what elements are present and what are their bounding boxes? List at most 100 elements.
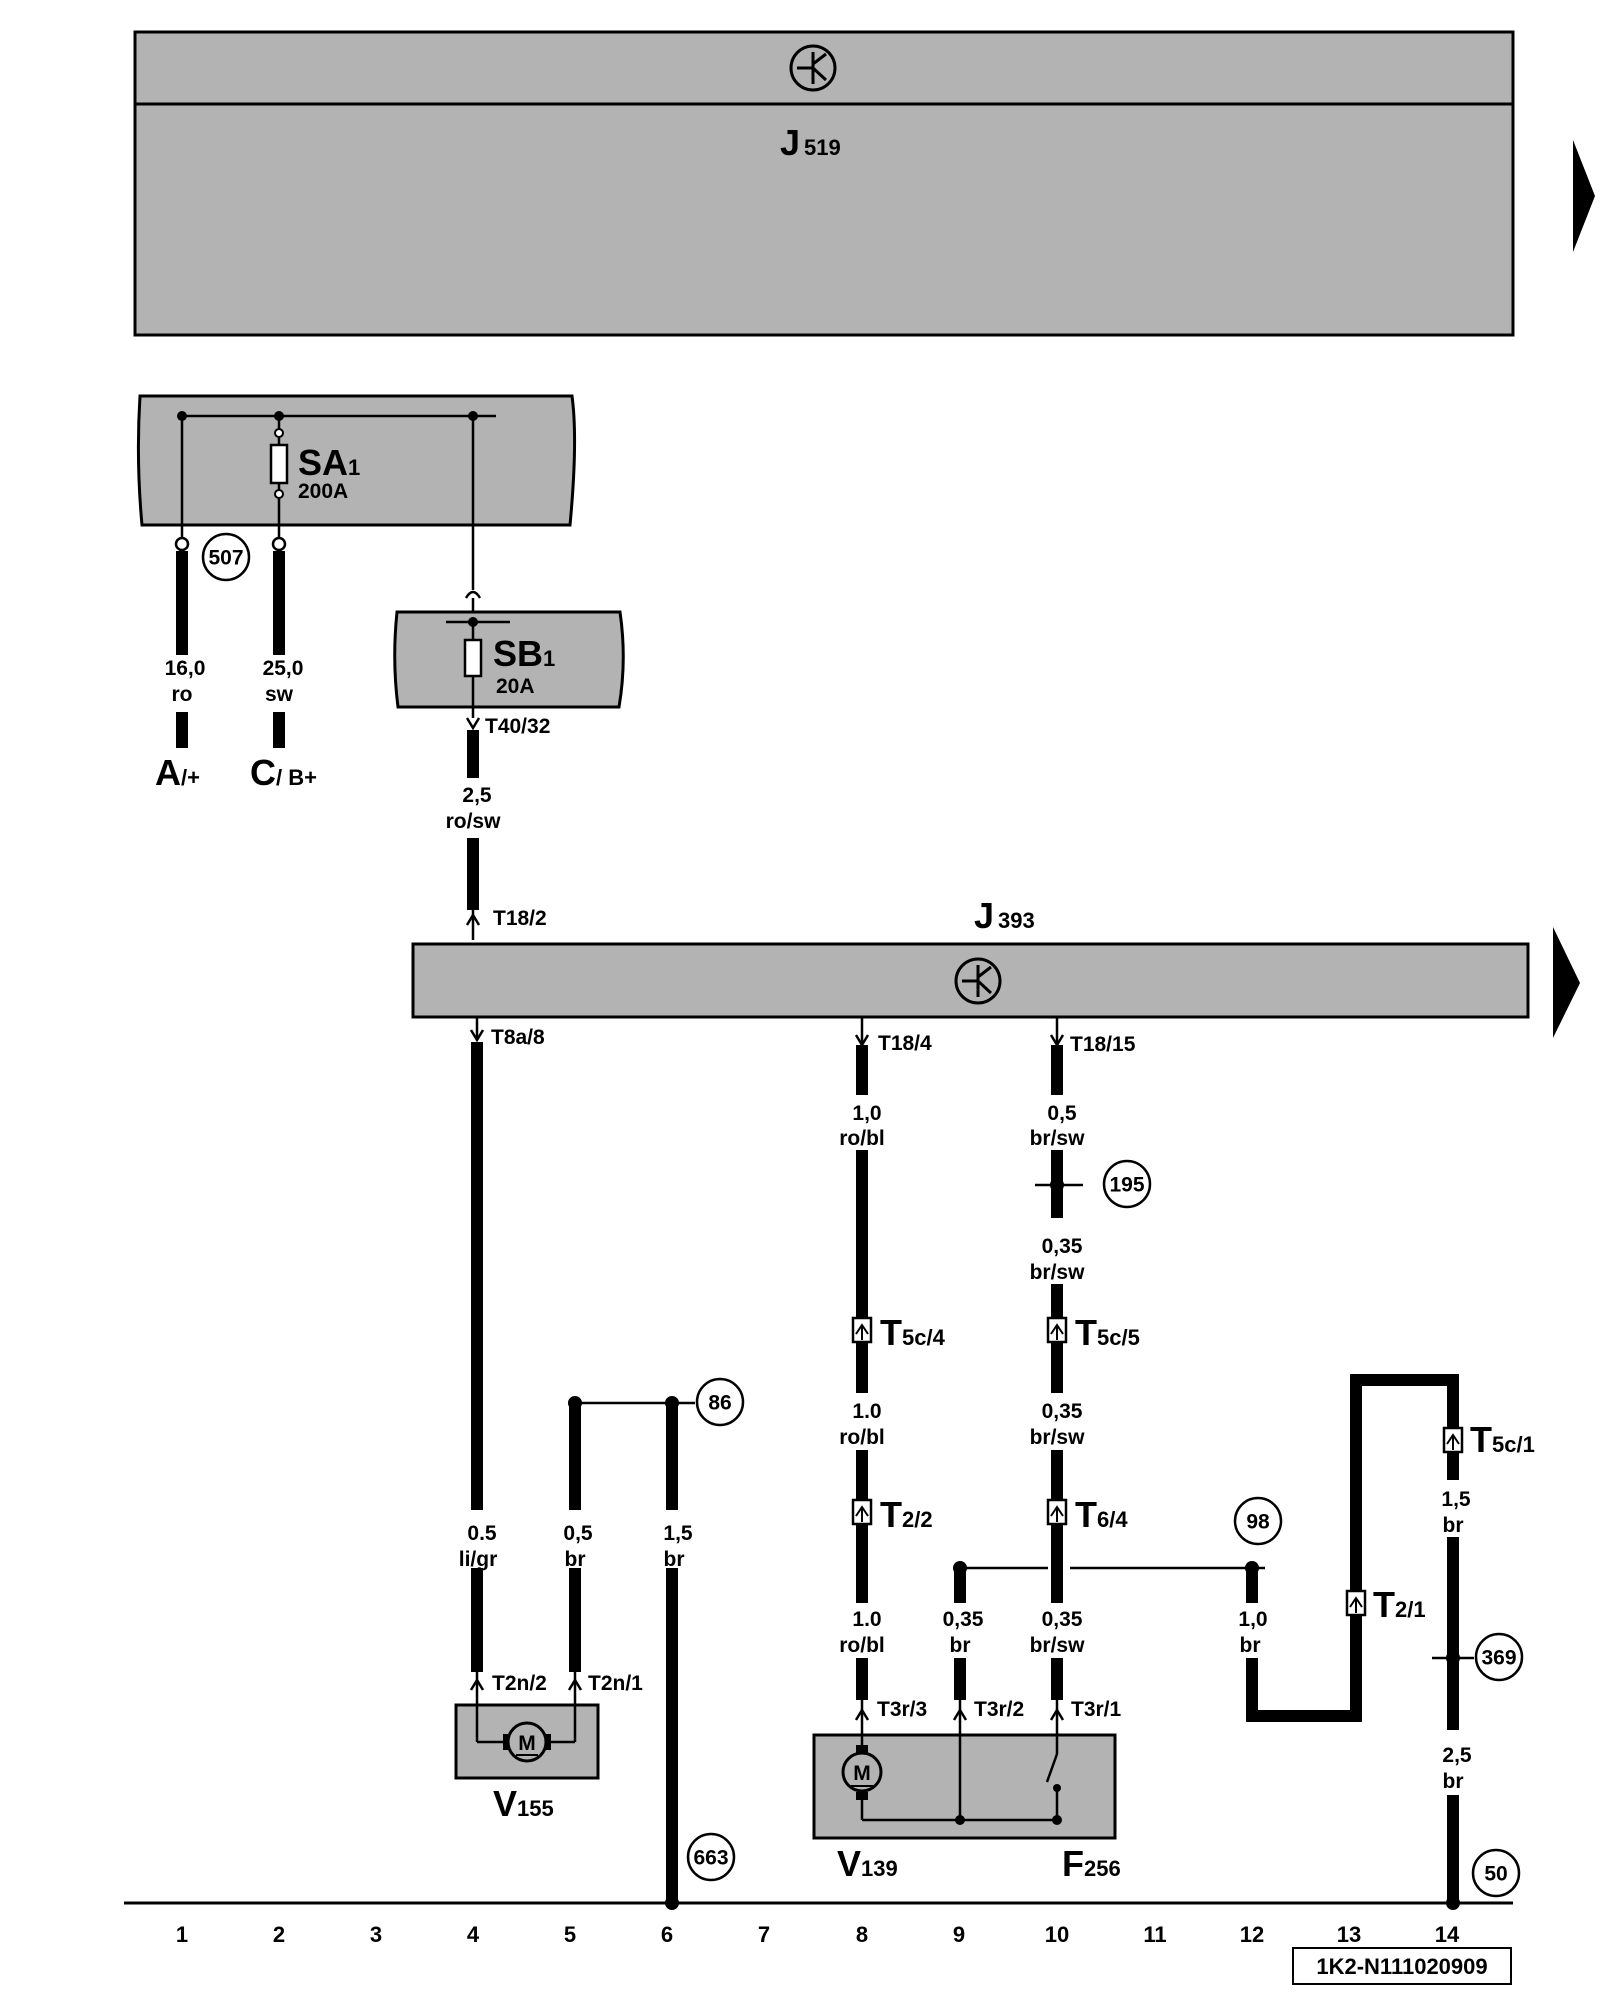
connector-t2-2: T2/2	[851, 1494, 933, 1535]
wire-color: br	[1240, 1634, 1261, 1657]
reference-86: 86	[695, 1377, 745, 1427]
column-number: 13	[1337, 1922, 1361, 1947]
sb1-rating: 20A	[496, 675, 535, 698]
svg-text:M: M	[853, 1762, 871, 1785]
connector-t2n-2: T2n/2	[492, 1672, 547, 1695]
wire-gauge: 25,0	[263, 657, 304, 680]
transistor-icon	[954, 957, 1002, 1005]
svg-text:50: 50	[1484, 1863, 1507, 1886]
svg-text:195: 195	[1109, 1174, 1144, 1197]
wire-gauge: 2,5	[1442, 1744, 1472, 1767]
connector-t6-4: T6/4	[1046, 1494, 1128, 1535]
wire-gauge: 0,35	[1042, 1608, 1083, 1631]
connector-t18-2: T18/2	[493, 907, 547, 930]
connector-t18-4: T18/4	[878, 1032, 932, 1055]
motor-icon	[506, 1721, 548, 1763]
connector-t40-32: T40/32	[485, 715, 550, 738]
wire-gauge: 0,5	[1047, 1102, 1077, 1125]
wire-gauge: 1,0	[852, 1102, 881, 1125]
svg-text:T6/4: T6/4	[1075, 1494, 1128, 1535]
wire-gauge: 0,35	[943, 1608, 984, 1631]
column-number: 12	[1240, 1922, 1264, 1947]
wire-gauge: 1,5	[663, 1522, 693, 1545]
column-number: 4	[467, 1922, 480, 1947]
sb1-label: SB1	[493, 633, 555, 674]
f256-label: F256	[1062, 1843, 1121, 1884]
drawing-id-box: 1K2-N111020909	[1292, 1947, 1512, 1985]
column-number: 11	[1143, 1922, 1166, 1947]
column-number: 6	[661, 1922, 673, 1947]
motor-v139-switch-f256: M	[812, 1733, 1117, 1840]
svg-text:T5c/5: T5c/5	[1075, 1312, 1140, 1353]
svg-text:86: 86	[708, 1392, 731, 1415]
drawing-id: 1K2-N111020909	[1316, 1954, 1487, 1979]
column-number: 5	[564, 1922, 576, 1947]
wire-color: br/sw	[1030, 1261, 1086, 1284]
v155-label: V155	[493, 1783, 554, 1824]
wire-gauge: 1.0	[852, 1400, 881, 1423]
connector-t3r-1: T3r/1	[1071, 1698, 1122, 1721]
column-number: 14	[1435, 1922, 1460, 1947]
column-number: 7	[758, 1922, 770, 1947]
column-number: 9	[953, 1922, 965, 1947]
v139-label: V139	[837, 1843, 898, 1884]
svg-text:507: 507	[208, 547, 243, 570]
reference-195: 195	[1102, 1159, 1152, 1209]
column-number: 1	[176, 1922, 188, 1947]
wire-color: br/sw	[1030, 1426, 1086, 1449]
svg-text:98: 98	[1246, 1511, 1270, 1534]
connector-t8a-8: T8a/8	[491, 1026, 545, 1049]
switch-icon	[1045, 1753, 1059, 1783]
wire-color: br	[565, 1548, 586, 1571]
reference-507: 507	[201, 532, 251, 582]
connector-t5c-5: T5c/5	[1046, 1312, 1140, 1353]
wire-color: ro/bl	[839, 1127, 885, 1150]
wire-gauge: 0,5	[563, 1522, 593, 1545]
wire-color: br/sw	[1030, 1634, 1086, 1657]
wire-color: ro/bl	[839, 1634, 885, 1657]
column-number: 2	[273, 1922, 285, 1947]
motor-v155: M	[454, 1703, 600, 1780]
continuation-arrow-icon	[1573, 140, 1595, 252]
transistor-icon	[789, 44, 837, 92]
terminal-a: A/+	[155, 752, 200, 793]
svg-text:T5c/4: T5c/4	[880, 1312, 946, 1353]
column-numbers: 1 2 3 4 5 6 7 8 9 10 11 12 13 14	[176, 1922, 1460, 1947]
fuse-box-sb: SB1 20A	[393, 610, 625, 718]
wire-gauge: 1,0	[1238, 1608, 1267, 1631]
wire-gauge: 1,5	[1441, 1488, 1471, 1511]
svg-text:M: M	[518, 1732, 536, 1755]
wire-color: li/gr	[459, 1548, 498, 1571]
reference-663: 663	[686, 1832, 736, 1882]
motor-icon	[841, 1751, 883, 1793]
wire-gauge: 0,35	[1042, 1235, 1083, 1258]
column-number: 3	[370, 1922, 382, 1947]
svg-text:T2/2: T2/2	[880, 1494, 933, 1535]
sa1-rating: 200A	[298, 480, 348, 503]
wire-color: br/sw	[1030, 1127, 1086, 1150]
terminal-c: C/ B+	[250, 752, 317, 793]
wire-gauge: 0,35	[1042, 1400, 1083, 1423]
wire-color: br	[950, 1634, 971, 1657]
connector-t2n-1: T2n/1	[588, 1672, 643, 1695]
fuse-icon	[463, 638, 483, 678]
wire-color: br	[664, 1548, 685, 1571]
continuation-arrow-icon	[1553, 927, 1580, 1038]
column-number: 10	[1045, 1922, 1069, 1947]
fuse-icon	[269, 428, 289, 499]
fuse-box-sa: SA1 200A	[136, 394, 577, 590]
wire-gauge: 1.0	[852, 1608, 881, 1631]
connector-t3r-3: T3r/3	[877, 1698, 927, 1721]
wire-color: ro/bl	[839, 1426, 885, 1449]
wire-gauge: 0.5	[467, 1522, 497, 1545]
reference-98: 98	[1233, 1496, 1283, 1546]
connector-t5c-4: T5c/4	[851, 1312, 946, 1353]
sa1-label: SA1	[298, 442, 360, 483]
svg-text:663: 663	[693, 1847, 728, 1870]
svg-text:T5c/1: T5c/1	[1470, 1419, 1535, 1460]
connector-t2-1: T2/1	[1345, 1584, 1426, 1625]
wire-color: br	[1443, 1514, 1464, 1537]
